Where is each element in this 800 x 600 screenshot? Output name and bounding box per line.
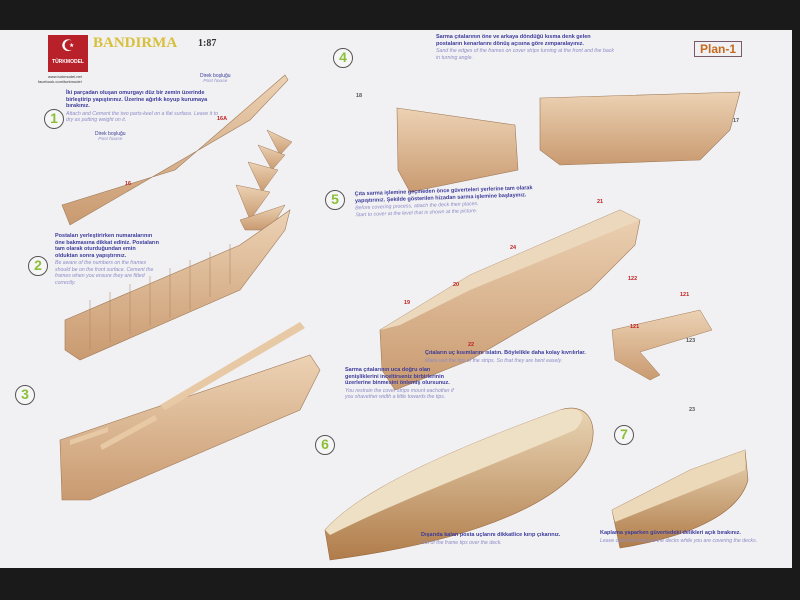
facebook-link[interactable]: facebook.com/turkmodel xyxy=(38,79,82,84)
wet-strips-text-en: Make wet the tips of the strips. So that… xyxy=(425,357,563,364)
step-2-marker: 2 xyxy=(28,256,48,276)
part-number: 121 xyxy=(680,292,690,298)
brand-name: TÜRKMODEL xyxy=(52,59,84,65)
post-house-label-en: Post house xyxy=(98,137,123,142)
part-number: 16 xyxy=(125,181,132,187)
part-number: 17 xyxy=(733,118,740,124)
part-number: 122 xyxy=(628,276,638,282)
thin-strips-note: Sarma çıtalarının uca doğru olan genişli… xyxy=(345,367,463,401)
page-title: BANDIRMA xyxy=(93,35,178,51)
plan-label: Plan-1 xyxy=(694,41,743,57)
thin-strips-text-en: You restrain the cover strips mount each… xyxy=(345,387,454,401)
step-5-marker: 5 xyxy=(325,190,345,210)
thin-strips-text-tr: Sarma çıtalarının uca doğru olan genişli… xyxy=(345,367,450,386)
website-link[interactable]: www.turkmodel.net xyxy=(48,74,82,79)
part-number: 121 xyxy=(630,324,640,330)
post-house-label-tr: Direk boşluğu xyxy=(95,131,126,137)
step-7-text-tr: Kaplama yaparken güvertedeki delikleri a… xyxy=(600,530,741,536)
wet-strips-text-tr: Çıtaların uç kısımlarını ıslatın. Böylel… xyxy=(425,350,586,356)
step-6-marker: 6 xyxy=(315,435,335,455)
step-6-text-tr: Dışarıda kalan posta uçlarını dikkatlice… xyxy=(421,532,561,538)
frames-assembly xyxy=(64,209,291,361)
step-1-text-en: Attach and Cement the two parts-keel on … xyxy=(66,110,218,124)
side-frame-part xyxy=(611,309,713,381)
step-4-text: Sarma çıtalarının öne ve arkaya döndüğü … xyxy=(436,34,616,61)
post-house-label-en: Post house xyxy=(203,79,228,84)
step-2-text-tr: Postaları yerleştirirken numaralarının ö… xyxy=(55,233,159,259)
step-7-marker: 7 xyxy=(614,425,634,445)
assembly-drawings xyxy=(59,74,749,561)
instruction-sheet: ☪ TÜRKMODEL www.turkmodel.net facebook.c… xyxy=(0,30,792,568)
part-number: 23 xyxy=(689,407,696,413)
step-1-text-tr: İki parçadan oluşan omurgayı düz bir zem… xyxy=(66,90,208,109)
scale-label: 1:87 xyxy=(198,38,217,49)
step-6-text: Dışarıda kalan posta uçlarını dikkatlice… xyxy=(421,532,560,546)
step-2-text: Postaları yerleştirirken numaralarının ö… xyxy=(55,233,160,286)
step-3-marker: 3 xyxy=(15,385,35,405)
step-4-text-tr: Sarma çıtalarının öne ve arkaya döndüğü … xyxy=(436,34,591,47)
bow-frames-drawing xyxy=(396,107,519,193)
part-number: 123 xyxy=(686,338,696,344)
step-7-text-en: Leave open the holes at the decks while … xyxy=(600,537,758,544)
part-number: 19 xyxy=(404,300,411,306)
logo: ☪ TÜRKMODEL xyxy=(48,35,88,72)
part-number: 16A xyxy=(217,116,228,122)
step-4-text-en: Sand the edges of the frames on cover st… xyxy=(436,48,614,61)
step-1-text: İki parçadan oluşan omurgayı düz bir zem… xyxy=(66,90,221,124)
step-6-text-en: Cut of the frame tips over the deck. xyxy=(421,539,502,546)
step-7-text: Kaplama yaparken güvertedeki delikleri a… xyxy=(600,530,790,544)
part-number: 18 xyxy=(356,93,363,99)
star-crescent-icon: ☪ xyxy=(60,38,76,55)
part-number: 22 xyxy=(468,342,475,348)
part-number: 20 xyxy=(453,282,460,288)
post-house-label-tr: Direk boşluğu xyxy=(200,73,231,79)
wet-strips-note: Çıtaların uç kısımlarını ıslatın. Böylel… xyxy=(425,350,635,364)
stern-frames-drawing xyxy=(539,91,741,166)
keel-drawing xyxy=(61,74,289,226)
part-number: 21 xyxy=(597,199,604,205)
step-4-marker: 4 xyxy=(333,48,353,68)
step-2-text-en: Be aware of the numbers on the frames sh… xyxy=(55,260,154,286)
part-number: 24 xyxy=(510,245,517,251)
step-1-marker: 1 xyxy=(44,109,64,129)
frames-with-strips xyxy=(59,354,321,501)
